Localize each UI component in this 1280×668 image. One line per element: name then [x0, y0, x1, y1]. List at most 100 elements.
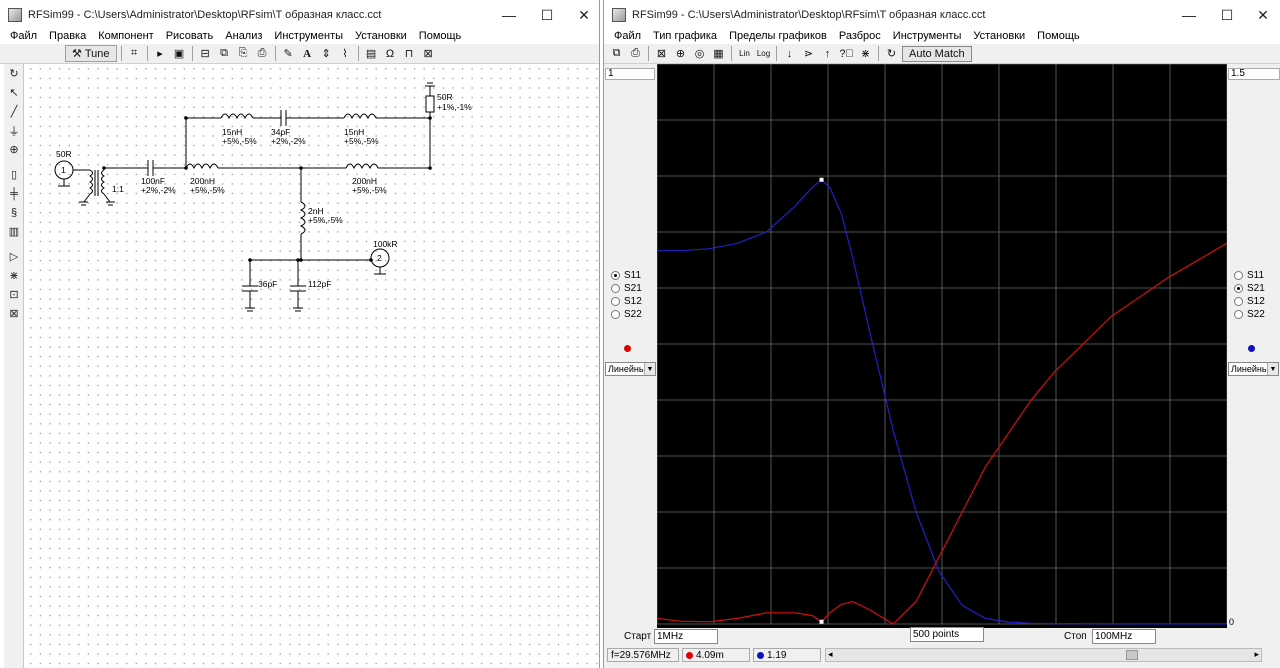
minimize-button[interactable]: —: [1182, 7, 1196, 23]
toolbar-separator: [120, 46, 122, 61]
right-axis-max[interactable]: 1.5: [1228, 68, 1280, 80]
s21-color-dot: [757, 651, 764, 659]
graph-plot-area[interactable]: [656, 63, 1228, 628]
stop-frequency-input[interactable]: 100MHz: [1092, 629, 1156, 644]
match-icon[interactable]: ↻: [886, 48, 897, 60]
menu-draw[interactable]: Рисовать: [165, 29, 214, 42]
menu-help[interactable]: Помощь: [1037, 29, 1080, 42]
arrow-up-icon[interactable]: ↑: [824, 47, 831, 60]
drag-icon[interactable]: ⇕: [321, 48, 331, 60]
scroll-thumb[interactable]: [1126, 650, 1138, 660]
menu-analysis[interactable]: Анализ: [225, 29, 263, 42]
maximize-button[interactable]: ☐: [540, 6, 554, 23]
rect-plot-icon[interactable]: ⊠: [656, 48, 667, 60]
cut-icon[interactable]: ⊟: [200, 48, 210, 60]
left-title-bar[interactable]: RFSim99 - C:\Users\Administrator\Desktop…: [0, 0, 599, 30]
points-input[interactable]: 500 points: [910, 627, 984, 642]
right-radio-s21[interactable]: S21: [1234, 283, 1265, 294]
menu-component[interactable]: Компонент: [98, 29, 154, 42]
plot-icon[interactable]: ⌇: [342, 48, 348, 60]
s-parameter-chart: [656, 63, 1228, 625]
maximize-button[interactable]: ☐: [1220, 6, 1234, 23]
menu-help[interactable]: Помощь: [418, 29, 462, 42]
port2-number: 2: [377, 253, 382, 263]
log-scale-icon[interactable]: Log: [756, 49, 771, 58]
menu-settings[interactable]: Установки: [355, 29, 407, 42]
port-icon[interactable]: ⊕: [9, 144, 19, 156]
right-scale-select[interactable]: Линейный▼: [1228, 362, 1279, 376]
menu-tools[interactable]: Инструменты: [892, 29, 962, 42]
smith-chart-icon[interactable]: ⊕: [675, 48, 686, 60]
text-icon[interactable]: A: [303, 47, 312, 60]
smith-icon[interactable]: Ω: [385, 47, 395, 60]
menu-graph-limits[interactable]: Пределы графиков: [729, 29, 827, 42]
help-icon[interactable]: ⊠: [423, 48, 433, 60]
right-title-bar[interactable]: RFSim99 - C:\Users\Administrator\Desktop…: [604, 0, 1280, 30]
scroll-right-icon[interactable]: ▸: [1254, 649, 1259, 659]
linear-scale-icon[interactable]: Lin: [739, 49, 750, 58]
left-scale-select[interactable]: Линейный▼: [605, 362, 656, 376]
right-radio-s11[interactable]: S11: [1234, 270, 1264, 281]
menu-spread[interactable]: Разброс: [838, 29, 881, 42]
query-icon[interactable]: ?⃞: [839, 47, 854, 60]
print-icon[interactable]: ⎙: [257, 47, 267, 59]
right-axis-panel: 1.5 S11 S21 S12 S22 Линейный▼ 0: [1227, 64, 1280, 628]
start-frequency-input[interactable]: 1MHz: [654, 629, 718, 644]
close-button[interactable]: ✕: [578, 6, 590, 23]
menu-tools[interactable]: Инструменты: [274, 29, 344, 42]
polar-chart-icon[interactable]: ◎: [694, 48, 705, 60]
paste-icon[interactable]: ⎘: [238, 47, 248, 59]
transformer-icon[interactable]: ▥: [8, 226, 20, 238]
wire-icon[interactable]: ╱: [10, 106, 18, 118]
schematic-canvas[interactable]: 1 2 50R 1:1 100nF +2%,-2% 200nH +5%,-5% …: [26, 64, 599, 668]
menu-graph-type[interactable]: Тип графика: [653, 29, 718, 42]
capacitor-icon[interactable]: ╪: [10, 187, 18, 200]
left-axis-max[interactable]: 1: [605, 68, 655, 80]
two-port-icon[interactable]: ⊡: [9, 289, 19, 301]
arrow-down-icon[interactable]: ↓: [786, 47, 793, 60]
copy-graph-icon[interactable]: ⧉: [612, 47, 621, 59]
menu-edit[interactable]: Правка: [49, 29, 87, 42]
amplifier-icon[interactable]: ▷: [9, 251, 19, 263]
auto-match-button[interactable]: Auto Match: [902, 45, 972, 62]
copy-icon[interactable]: ⧉: [220, 47, 228, 59]
ground-icon[interactable]: ⏚: [8, 125, 20, 138]
right-radio-s12[interactable]: S12: [1234, 296, 1265, 307]
tune-button[interactable]: ⚒ Tune: [65, 45, 117, 62]
port1-number: 1: [61, 165, 66, 175]
left-radio-s11[interactable]: S11: [611, 270, 641, 281]
schematic-drawing: 1 2 50R 1:1 100nF +2%,-2% 200nH +5%,-5% …: [54, 82, 472, 312]
filter-icon[interactable]: ⊓: [404, 48, 414, 60]
transistor-icon[interactable]: ⋇: [9, 270, 19, 282]
pen-icon[interactable]: ✎: [283, 48, 293, 60]
inductor-icon[interactable]: §: [10, 206, 18, 219]
calculator-icon[interactable]: ▤: [365, 48, 377, 60]
scroll-left-icon[interactable]: ◂: [828, 649, 833, 659]
right-radio-s22[interactable]: S22: [1234, 309, 1265, 320]
l2-value: 15nH: [222, 127, 242, 137]
toolbar-separator: [776, 46, 777, 61]
spread-icon[interactable]: ⋇: [860, 48, 871, 60]
menu-settings[interactable]: Установки: [973, 29, 1026, 42]
s11-value: 4.09m: [696, 649, 724, 661]
radio-label: S11: [1247, 270, 1265, 281]
new-circuit-icon[interactable]: ⌗: [130, 47, 138, 59]
save-icon[interactable]: ▣: [173, 48, 185, 60]
left-radio-s22[interactable]: S22: [611, 309, 642, 320]
left-radio-s21[interactable]: S21: [611, 283, 642, 294]
print-graph-icon[interactable]: ⎙: [631, 47, 640, 59]
rotate-icon[interactable]: ↻: [9, 68, 19, 80]
pointer-icon[interactable]: ↖: [9, 87, 19, 99]
port2-icon[interactable]: ⊠: [9, 308, 19, 320]
table-icon[interactable]: ▦: [713, 48, 724, 60]
left-radio-s12[interactable]: S12: [611, 296, 642, 307]
menu-file[interactable]: Файл: [10, 29, 38, 42]
open-icon[interactable]: ▸: [157, 48, 163, 60]
c4-value: 112pF: [308, 279, 331, 289]
frequency-scrollbar[interactable]: ◂ ▸: [825, 648, 1262, 662]
resistor-icon[interactable]: ▯: [10, 169, 18, 181]
menu-file[interactable]: Файл: [614, 29, 642, 42]
zoom-icon[interactable]: ⋗: [803, 48, 814, 60]
close-button[interactable]: ✕: [1257, 6, 1269, 23]
minimize-button[interactable]: —: [502, 7, 516, 23]
